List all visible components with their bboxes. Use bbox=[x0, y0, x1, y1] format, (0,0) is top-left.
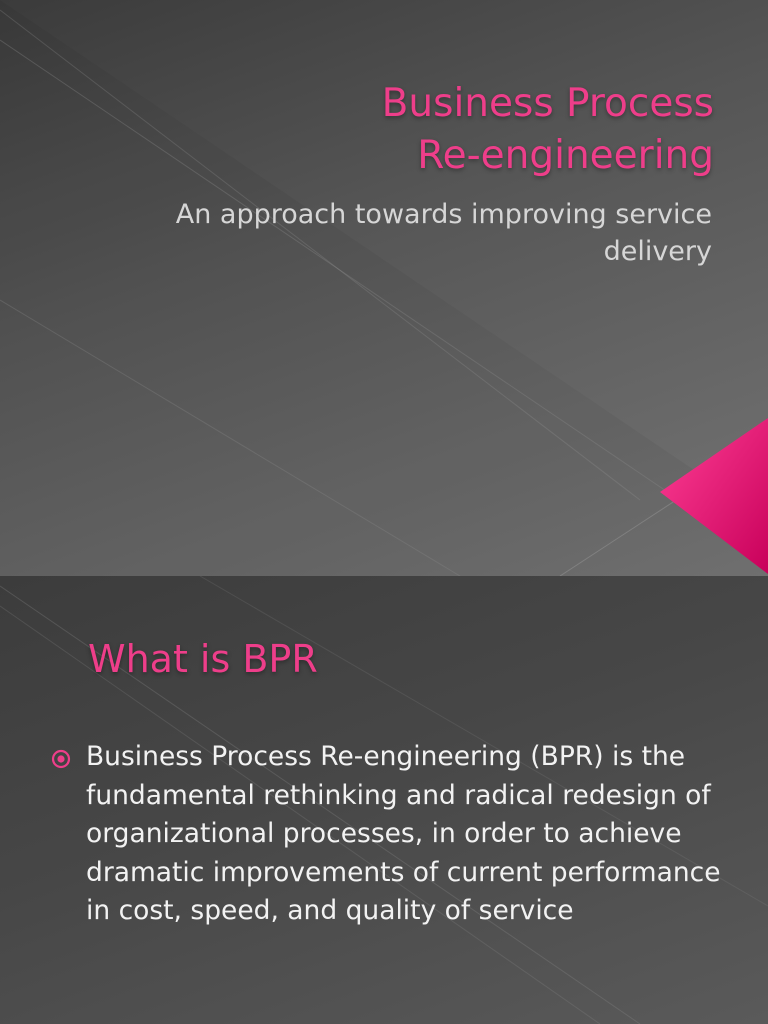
title-slide: Business Process Re-engineering An appro… bbox=[0, 0, 768, 576]
title-line-1: Business Process bbox=[381, 81, 714, 126]
pink-triangle-accent bbox=[660, 418, 768, 574]
slide-subtitle: An approach towards improving service de… bbox=[72, 196, 712, 270]
subtitle-line-2: delivery bbox=[603, 236, 712, 267]
subtitle-line-1: An approach towards improving service bbox=[175, 199, 712, 230]
title-line-2: Re-engineering bbox=[417, 133, 714, 178]
circle-bullet-icon bbox=[51, 749, 71, 769]
section-title: What is BPR bbox=[88, 637, 318, 681]
bullet-text: Business Process Re-engineering (BPR) is… bbox=[86, 741, 721, 926]
slide-title: Business Process Re-engineering bbox=[114, 78, 714, 182]
